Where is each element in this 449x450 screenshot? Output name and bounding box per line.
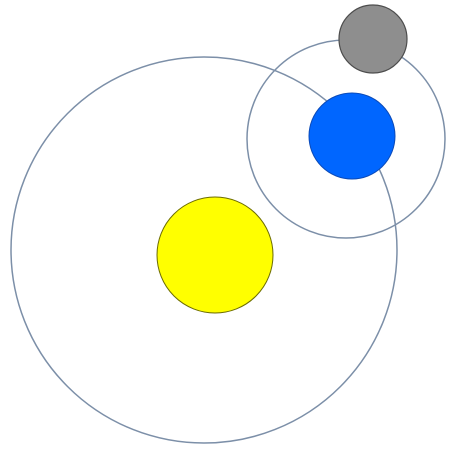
moon-body — [339, 5, 407, 73]
planet-body — [309, 93, 395, 179]
sun-body — [157, 197, 273, 313]
